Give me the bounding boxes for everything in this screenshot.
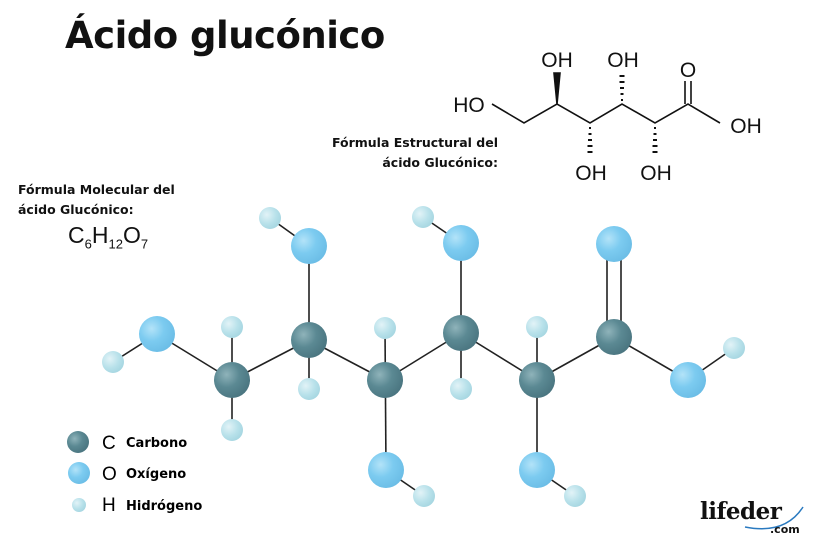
caption-line: ácido Glucónico: [18,202,134,217]
carbon-chain [491,103,721,124]
legend: C O H Carbono Oxígeno Hidrógeno [67,431,202,516]
hydrogen-atom [298,378,320,400]
legend-label: Carbono [126,436,187,451]
legend-symbol: O [102,464,117,485]
lifeder-logo: lifeder [700,498,782,525]
structural-formula [491,72,721,153]
ball-stick-bonds [112,216,735,497]
logo-swoosh [744,506,804,530]
hydrogen-atoms [102,206,745,507]
carbon-atom [367,362,403,398]
hydrogen-atom [412,206,434,228]
carbon-atom [519,362,555,398]
count-c: 6 [84,236,92,252]
hashed-bond [652,127,658,153]
legend-label: Hidrógeno [126,499,202,514]
count-h: 12 [108,236,123,252]
molecular-formula: C6H12O7 [68,222,148,252]
hydrogen-atom [102,351,124,373]
oxygen-atom [368,452,404,488]
hydrogen-atom [723,337,745,359]
hydrogen-atom [450,378,472,400]
legend-label: Oxígeno [126,467,186,482]
label-oh: OH [541,49,573,72]
page-title: Ácido glucónico [65,14,385,57]
carbon-atom [291,322,327,358]
element-h: H [91,222,109,248]
oxygen-atom [443,225,479,261]
lifeder-logo-suffix: .com [770,523,800,536]
oxygen-atom [596,226,632,262]
label-oh: OH [607,49,639,72]
hydrogen-atom [221,316,243,338]
caption-line: Fórmula Molecular del [18,182,175,197]
hydrogen-atom [564,485,586,507]
oxygen-atoms [139,225,706,488]
label-oh: OH [640,162,672,185]
carbon-atoms [214,315,632,398]
label-o: O [680,59,696,82]
oxygen-atom [670,362,706,398]
caption-line: Fórmula Estructural del [331,135,498,150]
legend-hydrogen-icon [72,498,86,512]
label-ho: HO [453,94,485,117]
hashed-bond [619,75,625,101]
caption-line: ácido Glucónico: [382,155,498,170]
hydrogen-atom [413,485,435,507]
molecular-formula-caption: Fórmula Molecular del ácido Glucónico: [18,180,175,220]
legend-carbon-icon [67,431,89,453]
structural-formula-caption: Fórmula Estructural del ácido Glucónico: [332,133,498,173]
hydrogen-atom [259,207,281,229]
hydrogen-atom [526,316,548,338]
carbon-atom [214,362,250,398]
oxygen-atom [291,228,327,264]
count-o: 7 [140,236,149,252]
label-oh: OH [730,115,762,138]
hashed-bond [587,127,593,153]
legend-oxygen-icon [68,462,90,484]
carbon-atom [596,319,632,355]
hydrogen-atom [374,317,396,339]
element-c: C [68,222,85,248]
oxygen-atom [139,316,175,352]
label-oh: OH [575,162,607,185]
carbon-atom [443,315,479,351]
oxygen-atom [519,452,555,488]
legend-symbol: C [102,433,116,454]
wedge-bond [553,72,561,105]
element-o: O [122,222,141,248]
legend-symbol: H [102,495,116,516]
hydrogen-atom [221,419,243,441]
